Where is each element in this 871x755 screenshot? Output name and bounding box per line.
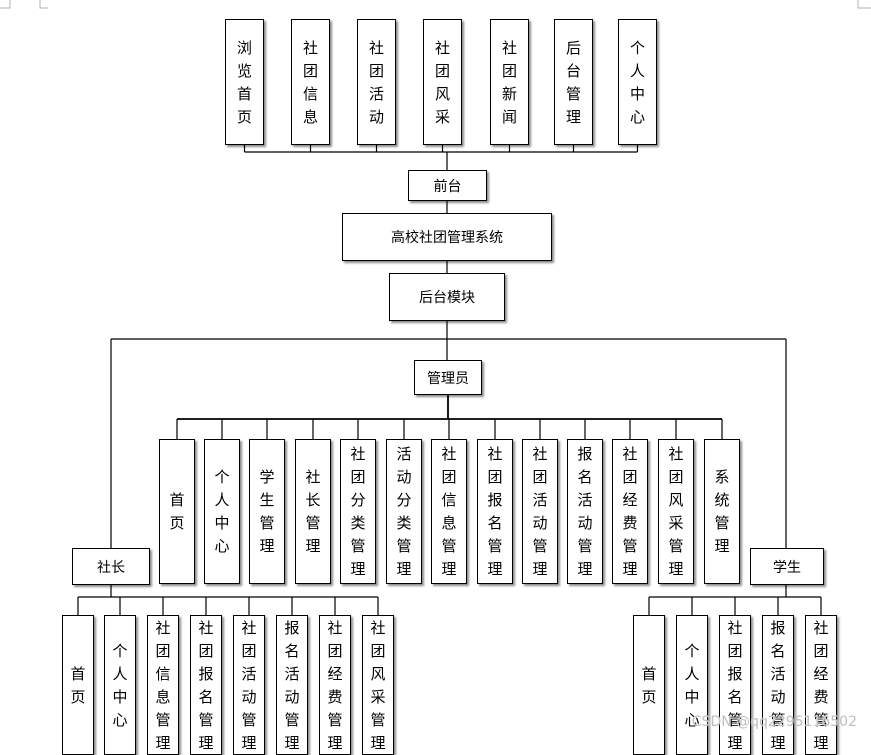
frontend-box: 前台 <box>408 170 487 201</box>
admin-box: 管理员 <box>414 360 482 395</box>
admin-module-2: 个人中心 <box>204 439 240 584</box>
admin-module-12-label: 社团风采管理 <box>668 445 684 578</box>
leader-module-6: 报名活动管理 <box>276 615 308 755</box>
leader-module-3-label: 社团信息管理 <box>155 618 171 752</box>
admin-module-3-label: 学生管理 <box>259 468 275 555</box>
frontend-module-2: 社团信息 <box>291 19 330 145</box>
leader-box-label: 社长 <box>97 559 125 576</box>
leader-module-6-label: 报名活动管理 <box>284 618 300 752</box>
leader-module-8-label: 社团风采管理 <box>370 618 386 752</box>
leader-module-7-label: 社团经费管理 <box>327 618 343 752</box>
backend-box-label: 后台模块 <box>419 290 475 306</box>
admin-module-5-label: 社团分类管理 <box>350 445 366 578</box>
frontend-module-2-label: 社团信息 <box>302 38 318 126</box>
leader-module-4: 社团报名管理 <box>190 615 222 755</box>
student-box-label: 学生 <box>773 559 801 576</box>
student-module-4: 报名活动管理 <box>762 615 794 755</box>
student-module-4-label: 报名活动管理 <box>770 618 786 752</box>
frontend-module-5-label: 社团新闻 <box>501 38 517 126</box>
leader-module-2: 个人中心 <box>104 615 136 755</box>
frontend-module-7: 个人中心 <box>618 19 657 145</box>
frontend-module-7-label: 个人中心 <box>629 38 645 126</box>
frontend-module-1-label: 浏览首页 <box>236 38 252 126</box>
admin-module-4-label: 社长管理 <box>305 468 321 555</box>
page-corner-marks <box>0 0 871 9</box>
frontend-module-3-label: 社团活动 <box>368 38 384 126</box>
leader-module-8: 社团风采管理 <box>362 615 394 755</box>
page-corner-mark-mid <box>39 0 48 9</box>
admin-module-11: 社团经费管理 <box>612 439 648 584</box>
leader-module-3: 社团信息管理 <box>147 615 179 755</box>
leader-module-4-label: 社团报名管理 <box>198 618 214 752</box>
admin-module-6: 活动分类管理 <box>386 439 422 584</box>
leader-module-5: 社团活动管理 <box>233 615 265 755</box>
leader-module-1: 首页 <box>62 615 94 755</box>
frontend-box-label: 前台 <box>433 178 462 195</box>
admin-box-label: 管理员 <box>427 370 469 387</box>
frontend-module-4-label: 社团风采 <box>434 38 450 126</box>
system-box: 高校社团管理系统 <box>342 213 552 261</box>
student-module-1-label: 首页 <box>641 664 657 706</box>
student-module-1: 首页 <box>633 615 665 755</box>
page-corner-mark-right <box>857 0 871 9</box>
watermark: CSDN @qq2295116502 <box>691 714 857 730</box>
student-module-3-label: 社团报名管理 <box>727 618 743 752</box>
admin-module-10-label: 报名活动管理 <box>577 445 593 578</box>
admin-module-7-label: 社团信息管理 <box>441 445 457 578</box>
admin-module-2-label: 个人中心 <box>214 468 230 555</box>
frontend-module-6: 后台管理 <box>554 19 593 145</box>
system-box-label: 高校社团管理系统 <box>391 230 503 246</box>
student-module-2-label: 个人中心 <box>684 641 700 729</box>
admin-module-7: 社团信息管理 <box>431 439 467 584</box>
admin-module-4: 社长管理 <box>295 439 331 584</box>
student-module-2: 个人中心 <box>676 615 708 755</box>
admin-module-12: 社团风采管理 <box>658 439 694 584</box>
leader-module-5-label: 社团活动管理 <box>241 618 257 752</box>
frontend-module-3: 社团活动 <box>357 19 396 145</box>
admin-module-8-label: 社团报名管理 <box>487 445 503 578</box>
admin-module-9-label: 社团活动管理 <box>532 445 548 578</box>
student-module-3: 社团报名管理 <box>719 615 751 755</box>
student-box: 学生 <box>750 548 824 585</box>
leader-module-7: 社团经费管理 <box>319 615 351 755</box>
frontend-module-4: 社团风采 <box>423 19 462 145</box>
leader-module-2-label: 个人中心 <box>112 641 128 729</box>
page-corner-mark-left <box>0 0 11 9</box>
admin-module-1-label: 首页 <box>169 491 185 532</box>
leader-module-1-label: 首页 <box>70 664 86 706</box>
admin-module-10: 报名活动管理 <box>567 439 603 584</box>
student-module-5-label: 社团经费管理 <box>813 618 829 752</box>
admin-module-1: 首页 <box>159 439 195 584</box>
frontend-module-5: 社团新闻 <box>490 19 529 145</box>
student-module-5: 社团经费管理 <box>805 615 837 755</box>
leader-box: 社长 <box>72 548 150 585</box>
admin-module-11-label: 社团经费管理 <box>622 445 638 578</box>
backend-box: 后台模块 <box>389 273 505 321</box>
connector-lines <box>0 0 871 615</box>
admin-module-8: 社团报名管理 <box>477 439 513 584</box>
admin-module-6-label: 活动分类管理 <box>396 445 412 578</box>
admin-module-9: 社团活动管理 <box>522 439 558 584</box>
admin-module-3: 学生管理 <box>249 439 285 584</box>
frontend-module-1: 浏览首页 <box>225 19 264 145</box>
frontend-module-6-label: 后台管理 <box>565 38 581 126</box>
admin-module-5: 社团分类管理 <box>340 439 376 584</box>
admin-module-13-label: 系统管理 <box>714 468 730 555</box>
admin-module-13: 系统管理 <box>704 439 740 584</box>
